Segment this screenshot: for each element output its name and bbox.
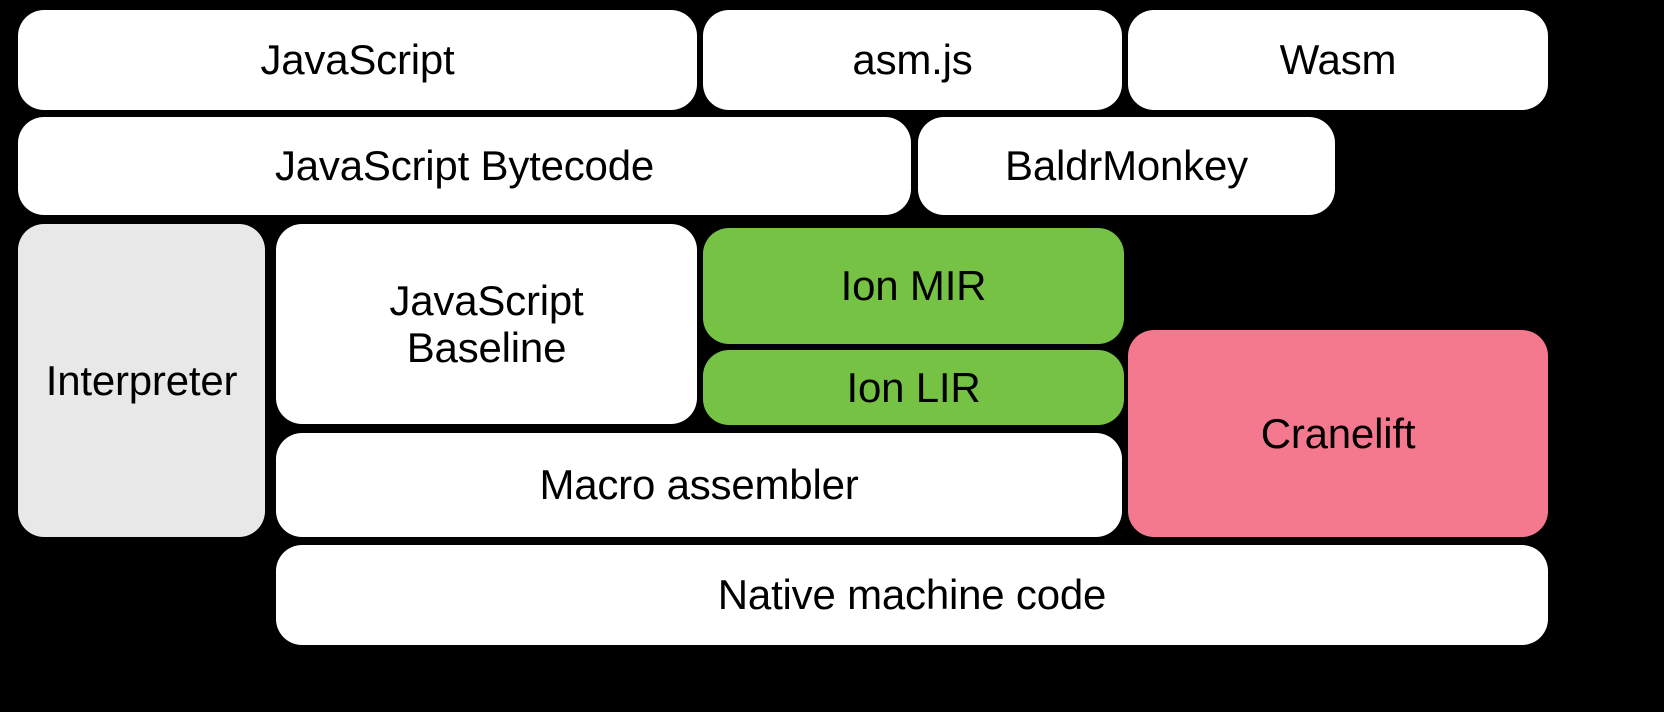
node-cranelift[interactable]: Cranelift xyxy=(1128,330,1548,537)
node-javascript[interactable]: JavaScript xyxy=(18,10,697,110)
node-macro-assembler[interactable]: Macro assembler xyxy=(276,433,1122,537)
node-asm-js[interactable]: asm.js xyxy=(703,10,1122,110)
node-ion-mir[interactable]: Ion MIR xyxy=(703,228,1124,344)
node-wasm[interactable]: Wasm xyxy=(1128,10,1548,110)
node-javascript-baseline[interactable]: JavaScript Baseline xyxy=(276,224,697,424)
node-javascript-bytecode[interactable]: JavaScript Bytecode xyxy=(18,117,911,215)
node-native-machine-code[interactable]: Native machine code xyxy=(276,545,1548,645)
node-interpreter[interactable]: Interpreter xyxy=(18,224,265,537)
node-ion-lir[interactable]: Ion LIR xyxy=(703,350,1124,425)
node-baldrmonkey[interactable]: BaldrMonkey xyxy=(918,117,1335,215)
